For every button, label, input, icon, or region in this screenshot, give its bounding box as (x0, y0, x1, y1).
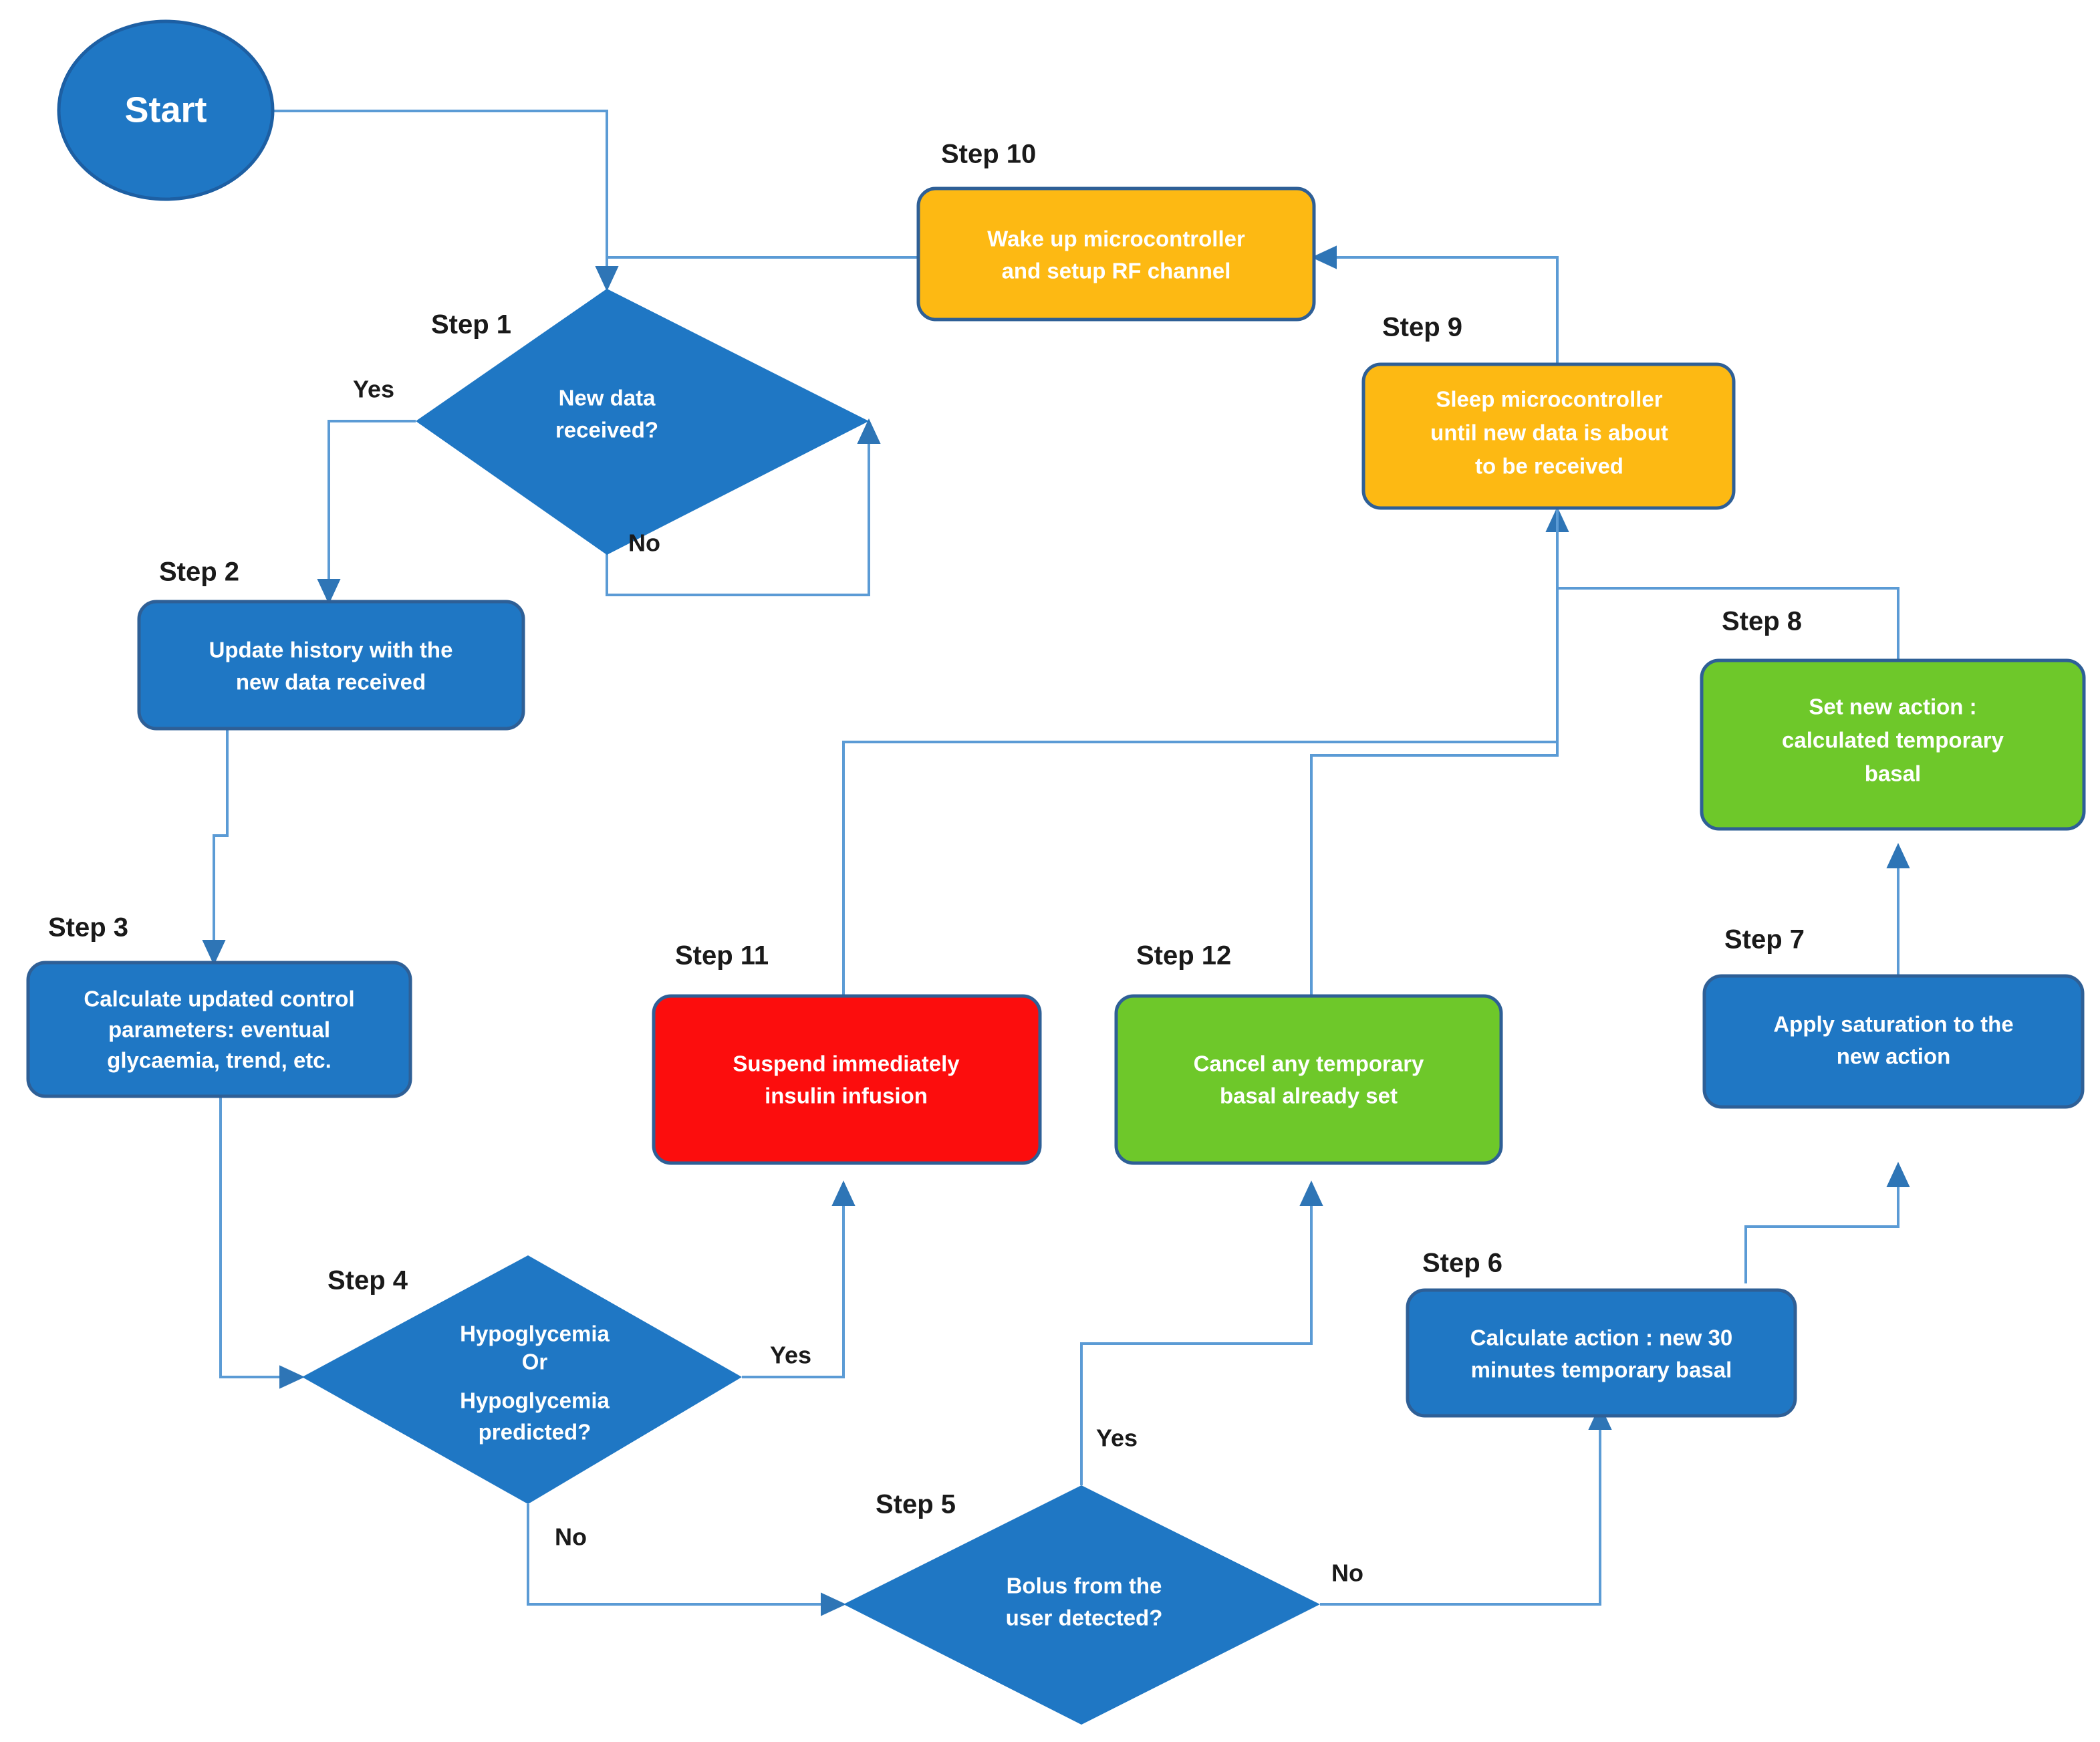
step6-box (1406, 1288, 1797, 1418)
edge-step9-to-step10 (1311, 245, 1559, 366)
edge-label-step1-yes: Yes (353, 376, 394, 403)
step6-line-2: minutes temporary basal (1471, 1358, 1732, 1382)
step8-box (1700, 658, 2086, 831)
edge-step11-to-step9 (842, 741, 1557, 997)
step12-box (1114, 994, 1503, 1165)
edge-step4-yes-to-step11 (742, 1180, 856, 1378)
edge-label-step5-yes: Yes (1096, 1424, 1138, 1452)
caption-step6: Step 6 (1422, 1249, 1502, 1278)
step10-line-1: Wake up microcontroller (987, 227, 1245, 251)
edge-step5-yes-to-step12 (1080, 1180, 1323, 1485)
step6-line-1: Calculate action : new 30 (1470, 1326, 1732, 1350)
step12-line-1: Cancel any temporary (1194, 1051, 1424, 1076)
node-step2[interactable]: Update history with the new data receive… (137, 600, 525, 731)
step11-line-2: insulin infusion (765, 1084, 928, 1108)
step5-line-2: user detected? (1006, 1606, 1163, 1630)
node-step3[interactable]: Calculate updated control parameters: ev… (26, 961, 412, 1098)
step3-line-3: glycaemia, trend, etc. (107, 1048, 332, 1073)
node-step1[interactable]: New data received? (416, 289, 869, 555)
step10-box (916, 186, 1316, 322)
node-step10[interactable]: Wake up microcontroller and setup RF cha… (916, 186, 1316, 322)
start-ellipse (57, 19, 275, 201)
step11-line-1: Suspend immediately (733, 1051, 960, 1076)
node-step8[interactable]: Set new action : calculated temporary ba… (1700, 658, 2086, 831)
step3-line-1: Calculate updated control (84, 987, 354, 1011)
step2-line-1: Update history with the (209, 638, 453, 662)
step5-line-1: Bolus from the (1007, 1574, 1162, 1598)
node-step9[interactable]: Sleep microcontroller until new data is … (1361, 362, 1736, 510)
node-step12[interactable]: Cancel any temporary basal already set (1114, 994, 1503, 1165)
step4-line-1: Hypoglycemia (460, 1322, 610, 1346)
step2-line-2: new data received (236, 670, 426, 695)
step4-diamond (302, 1255, 742, 1504)
edge-step2-to-step3 (202, 729, 229, 965)
edge-step5-no-to-step6 (1320, 1404, 1612, 1606)
caption-step2: Step 2 (159, 557, 239, 587)
edge-step6-to-step7 (1744, 1162, 1910, 1283)
step3-box (26, 961, 412, 1098)
edge-label-step1-no: No (628, 529, 660, 557)
caption-step1: Step 1 (431, 310, 511, 340)
edge-step3-to-step4 (219, 1090, 305, 1389)
edge-label-step5-no: No (1331, 1560, 1363, 1587)
edge-start-to-step1 (139, 110, 619, 291)
edge-step12-to-step9 (1310, 509, 1559, 997)
step3-line-2: parameters: eventual (108, 1017, 330, 1042)
step8-line-1: Set new action : (1809, 695, 1976, 719)
step7-box (1702, 974, 2085, 1109)
step1-line-1: New data (559, 386, 656, 410)
caption-step4: Step 4 (327, 1266, 408, 1295)
node-step5[interactable]: Bolus from the user detected? (843, 1485, 1320, 1725)
step11-box (652, 994, 1042, 1165)
caption-step12: Step 12 (1136, 941, 1231, 971)
edge-label-step4-no: No (555, 1523, 587, 1551)
step7-line-1: Apply saturation to the (1773, 1012, 2013, 1037)
step8-line-3: basal (1865, 761, 1921, 786)
node-step11[interactable]: Suspend immediately insulin infusion (652, 994, 1042, 1165)
step9-box (1361, 362, 1736, 510)
step9-line-3: to be received (1475, 454, 1623, 479)
step4-line-4: predicted? (479, 1420, 592, 1445)
step1-diamond (416, 289, 869, 555)
node-start[interactable]: Start (57, 19, 275, 201)
node-step4[interactable]: Hypoglycemia Or Hypoglycemia predicted? (302, 1255, 742, 1504)
step1-line-2: received? (555, 418, 658, 443)
caption-step10: Step 10 (941, 140, 1036, 169)
caption-step3: Step 3 (48, 913, 128, 943)
caption-step8: Step 8 (1722, 607, 1802, 636)
step5-diamond (843, 1485, 1320, 1725)
caption-step9: Step 9 (1382, 313, 1462, 342)
node-step6[interactable]: Calculate action : new 30 minutes tempor… (1406, 1288, 1797, 1418)
step4-line-2: Or (522, 1350, 548, 1374)
caption-step5: Step 5 (876, 1490, 956, 1519)
caption-step11: Step 11 (675, 941, 769, 971)
step10-line-2: and setup RF channel (1002, 259, 1231, 283)
step12-line-2: basal already set (1220, 1084, 1398, 1108)
caption-step7: Step 7 (1724, 925, 1805, 955)
edge-label-step4-yes: Yes (770, 1342, 811, 1369)
step4-line-3: Hypoglycemia (460, 1388, 610, 1413)
step2-box (137, 600, 525, 731)
step8-line-2: calculated temporary (1782, 728, 2004, 753)
node-step7[interactable]: Apply saturation to the new action (1702, 974, 2085, 1109)
edge-step1-yes-to-step2 (317, 420, 416, 604)
step9-line-1: Sleep microcontroller (1436, 387, 1662, 412)
step7-line-2: new action (1837, 1044, 1951, 1069)
step9-line-2: until new data is about (1430, 420, 1668, 445)
edge-step4-no-to-step5 (527, 1504, 846, 1616)
start-label: Start (124, 90, 207, 130)
